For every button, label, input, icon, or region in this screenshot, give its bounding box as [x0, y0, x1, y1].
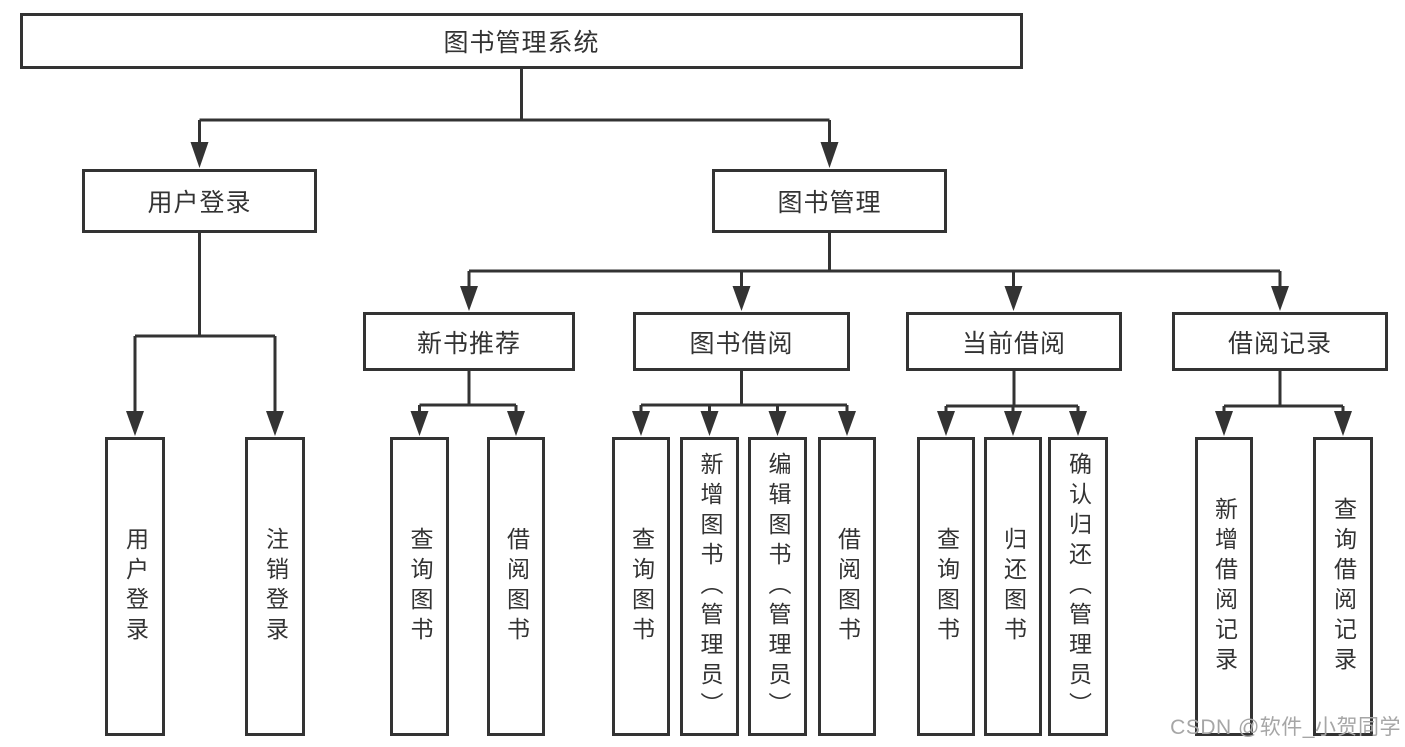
arrowheads — [126, 142, 1352, 436]
leaf-records-query-label: 查询借阅记录 — [1330, 496, 1357, 677]
csdn-watermark: CSDN @软件_小贺同学 — [1170, 716, 1401, 739]
node-book-borrow: 图书借阅 — [633, 312, 850, 371]
node-borrow-records: 借阅记录 — [1172, 312, 1388, 371]
node-book-management-label: 图书管理 — [777, 189, 882, 217]
leaf-user-login-label: 用户登录 — [122, 526, 149, 647]
node-user-login-label: 用户登录 — [147, 189, 252, 217]
leaf-rec-borrow-book-label: 借阅图书 — [503, 526, 530, 647]
leaf-bor-borrow-book-label: 借阅图书 — [834, 526, 861, 647]
leaf-bor-add-book-label: 新增图书（管理员） — [697, 451, 723, 722]
leaf-bor-edit-book-label: 编辑图书（管理员） — [765, 451, 791, 722]
leaf-bor-query-book-label: 查询图书 — [628, 526, 655, 647]
node-current-borrow-label: 当前借阅 — [961, 329, 1066, 358]
leaf-records-add-label: 新增借阅记录 — [1211, 496, 1238, 677]
leaf-records-query: 查询借阅记录 — [1313, 437, 1373, 736]
leaf-cur-confirm-return-label: 确认归还（管理员） — [1065, 451, 1092, 722]
node-borrow-records-label: 借阅记录 — [1227, 329, 1332, 358]
leaf-bor-edit-book: 编辑图书（管理员） — [748, 437, 807, 736]
leaf-rec-borrow-book: 借阅图书 — [487, 437, 545, 736]
edge-current-borrow-split — [944, 371, 1080, 414]
leaf-cur-query-book-label: 查询图书 — [933, 526, 960, 647]
leaf-records-add: 新增借阅记录 — [1195, 437, 1253, 736]
node-book-borrow-label: 图书借阅 — [689, 329, 794, 358]
edge-user-login-split — [133, 233, 277, 414]
leaf-bor-query-book: 查询图书 — [612, 437, 670, 736]
leaf-user-login: 用户登录 — [105, 437, 165, 736]
leaf-bor-add-book: 新增图书（管理员） — [680, 437, 739, 736]
leaf-logout-label: 注销登录 — [262, 526, 289, 647]
leaf-cur-return-book-label: 归还图书 — [1000, 526, 1027, 647]
leaf-cur-return-book: 归还图书 — [984, 437, 1042, 736]
edge-root-split — [198, 69, 831, 146]
node-root-label: 图书管理系统 — [443, 29, 600, 57]
node-new-book-recommend-label: 新书推荐 — [416, 329, 521, 358]
node-root: 图书管理系统 — [20, 13, 1023, 69]
node-new-book-recommend: 新书推荐 — [363, 312, 575, 371]
node-user-login: 用户登录 — [82, 169, 317, 233]
leaf-rec-query-book: 查询图书 — [390, 437, 449, 736]
leaf-logout: 注销登录 — [245, 437, 305, 736]
leaf-cur-confirm-return: 确认归还（管理员） — [1048, 437, 1108, 736]
leaf-rec-query-book-label: 查询图书 — [407, 526, 433, 647]
leaf-cur-query-book: 查询图书 — [917, 437, 975, 736]
node-current-borrow: 当前借阅 — [906, 312, 1122, 371]
edge-borrow-records-split — [1222, 371, 1345, 414]
edge-book-borrow-split — [639, 371, 849, 414]
node-book-management: 图书管理 — [712, 169, 947, 233]
leaf-bor-borrow-book: 借阅图书 — [818, 437, 876, 736]
edge-book-mgmt-split — [467, 233, 1282, 289]
edge-new-rec-split — [418, 371, 518, 414]
